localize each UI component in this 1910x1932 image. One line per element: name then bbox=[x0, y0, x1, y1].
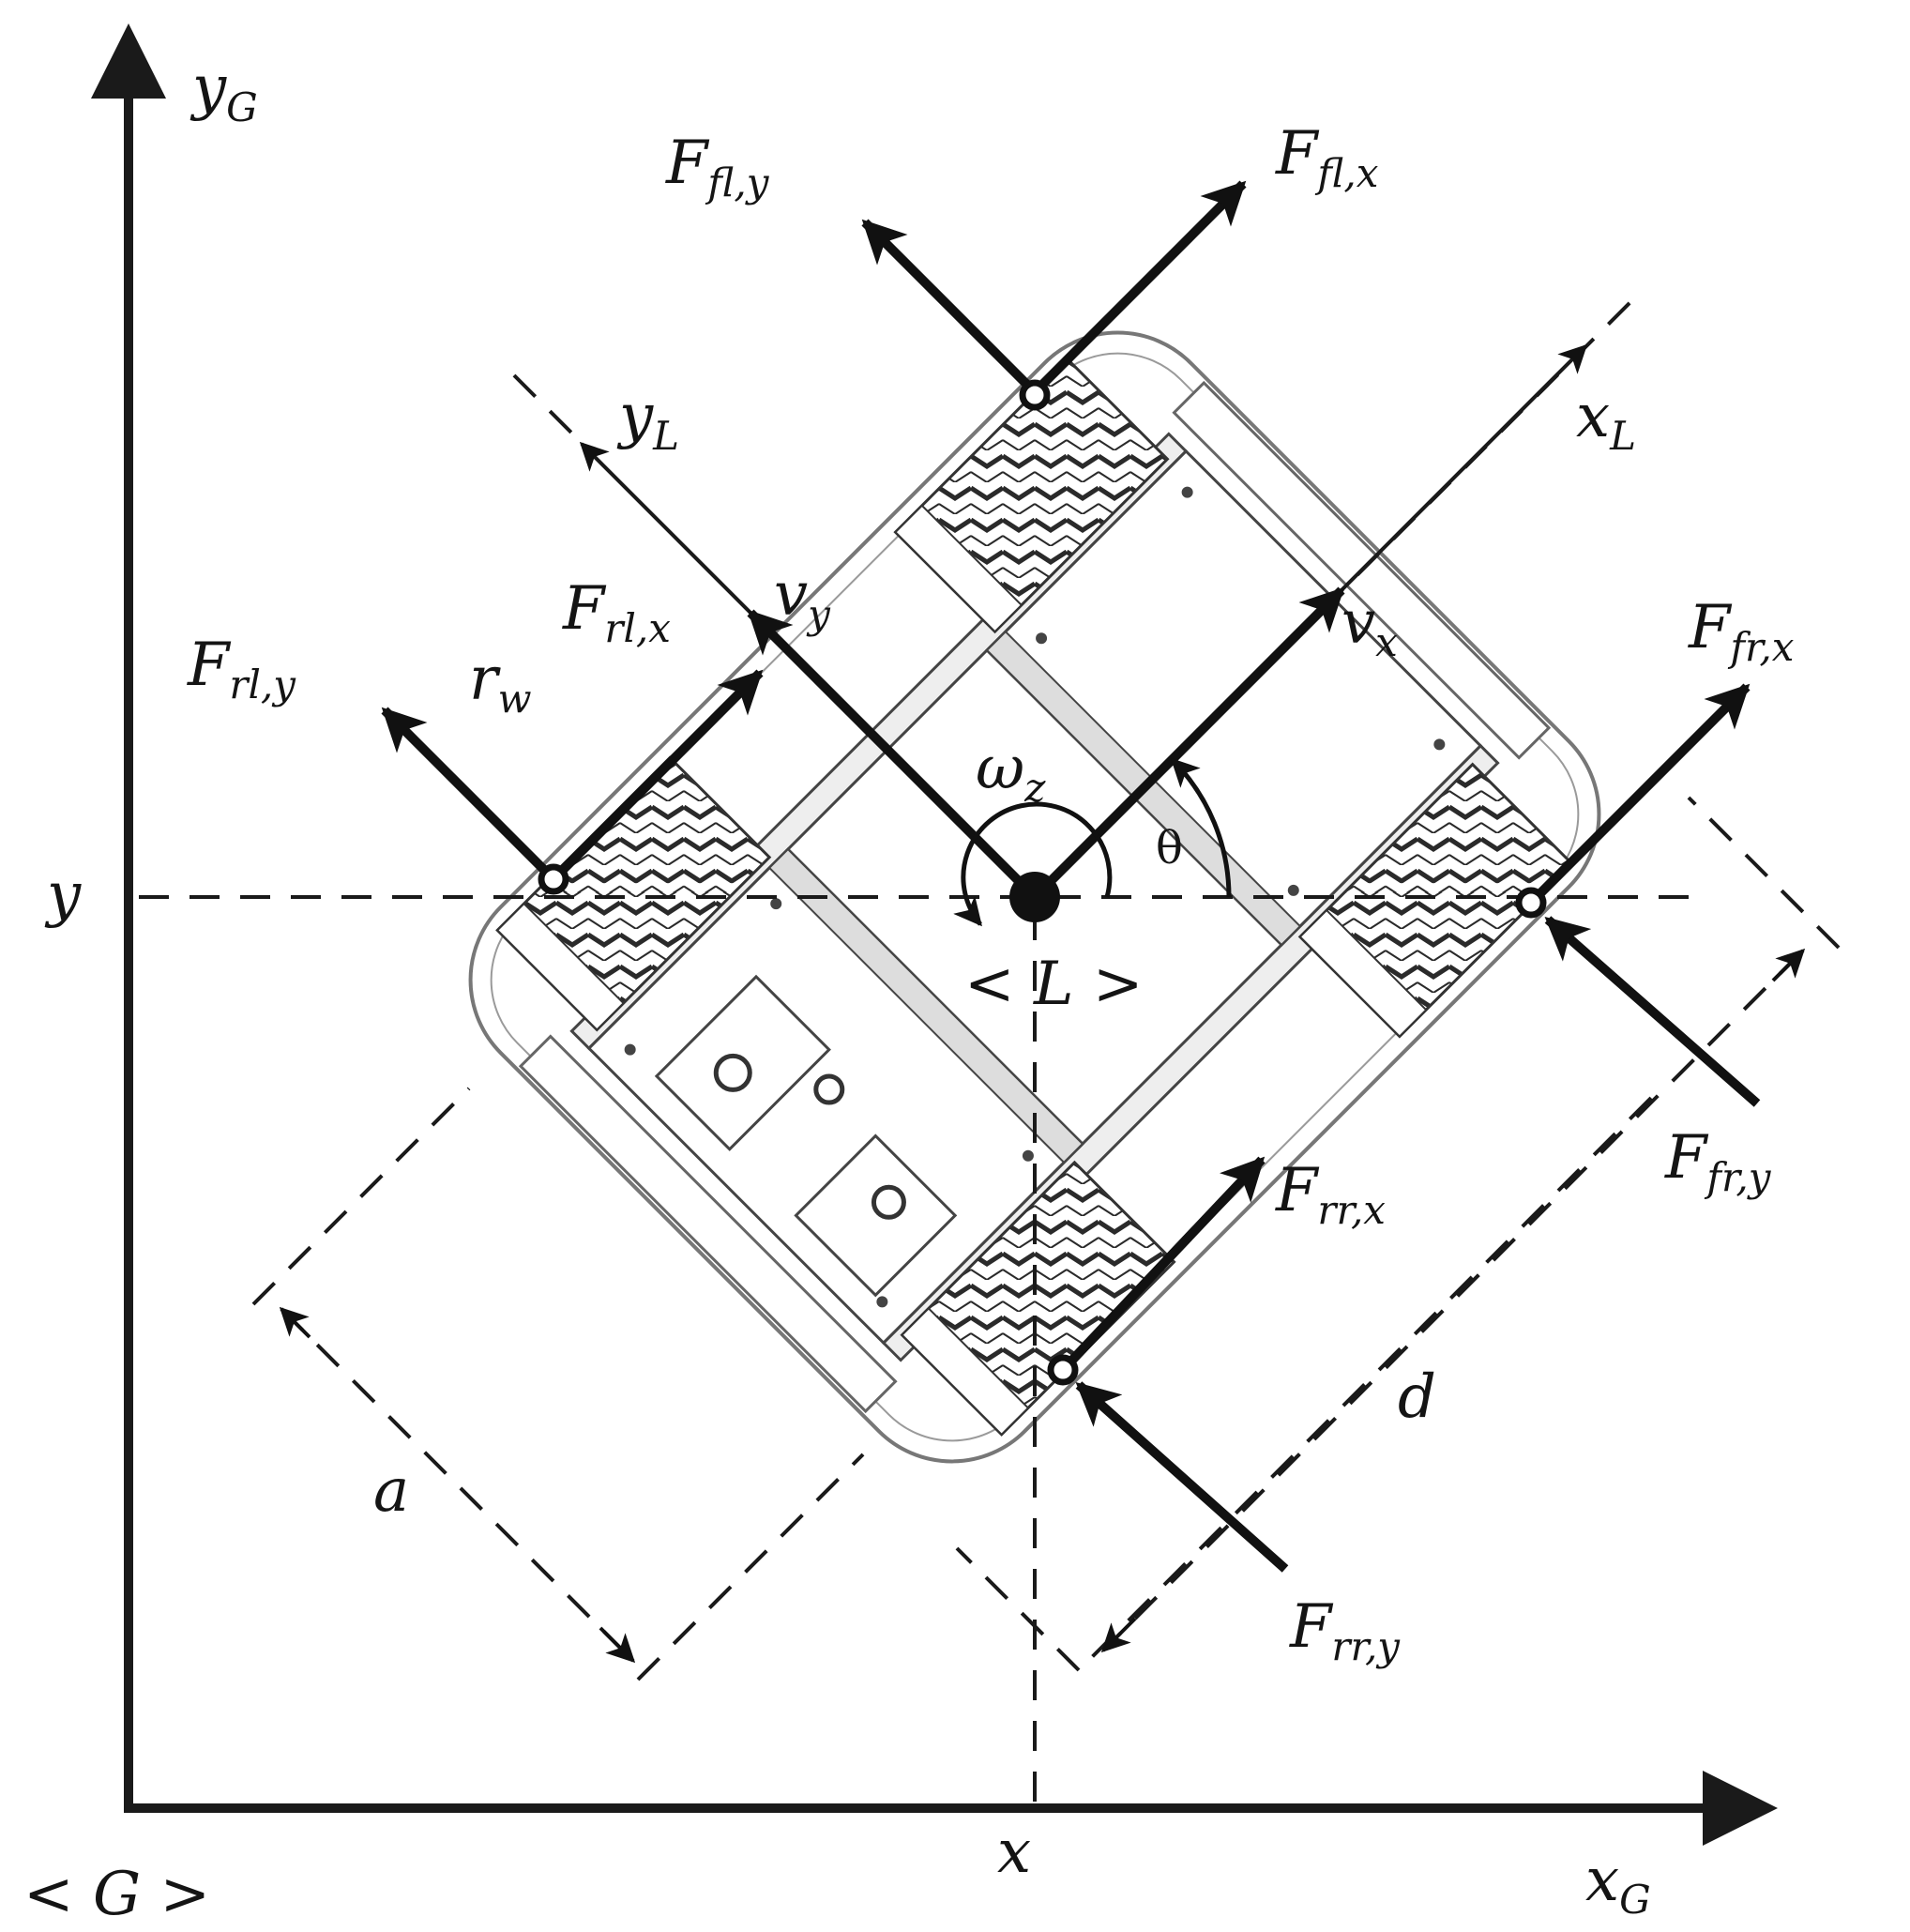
bolt bbox=[1287, 884, 1299, 896]
wheel-front-left bbox=[893, 357, 1170, 634]
wheel-contact-points bbox=[538, 379, 1547, 1386]
bolt bbox=[1022, 1149, 1034, 1162]
bolt bbox=[624, 1043, 636, 1056]
frr-x-label: Frr,x bbox=[1275, 1156, 1386, 1233]
theta-arc bbox=[1170, 757, 1232, 898]
y-position-label: y bbox=[44, 860, 82, 930]
bolt bbox=[1036, 632, 1048, 645]
global-axes bbox=[91, 23, 1778, 1846]
dim-a-ext1 bbox=[251, 1087, 471, 1306]
theta-label: θ bbox=[1156, 822, 1183, 875]
frr-x-arrow bbox=[1059, 1156, 1266, 1374]
contact-point-front-left bbox=[1019, 379, 1051, 411]
frl-y-label: Frl,y bbox=[187, 631, 296, 707]
rear-knob bbox=[713, 1053, 752, 1092]
rear-module-2 bbox=[794, 1133, 958, 1298]
center-of-gravity bbox=[1009, 872, 1060, 922]
vy-label: vy bbox=[774, 560, 831, 637]
ffl-x-arrow bbox=[1031, 180, 1247, 396]
ffr-y-arrow bbox=[1544, 916, 1761, 1107]
ffr-x-label: Ffr,x bbox=[1688, 593, 1795, 670]
bolt bbox=[1433, 738, 1446, 751]
bolt bbox=[770, 898, 782, 910]
rear-crossbar bbox=[767, 847, 1084, 1164]
local-frame-label: < L > bbox=[964, 950, 1143, 1019]
velocity-vectors bbox=[747, 586, 1345, 901]
frl-x-arrow bbox=[550, 669, 764, 883]
dim-d-ext3 bbox=[1077, 1096, 1653, 1672]
ffl-x-label: Ffl,x bbox=[1275, 119, 1379, 196]
global-y-arrowhead bbox=[91, 23, 166, 99]
robot-body bbox=[468, 330, 1601, 1464]
frr-y-label: Frr,y bbox=[1289, 1592, 1401, 1669]
vy-arrow bbox=[747, 609, 1038, 901]
local-x-label: xL bbox=[1576, 382, 1636, 459]
rear-bumper bbox=[518, 1034, 898, 1414]
dimension-a-label: a bbox=[373, 1456, 409, 1526]
dimension-d-label: d bbox=[1398, 1362, 1436, 1432]
ffl-y-label: Ffl,y bbox=[665, 129, 770, 205]
local-y-dashed bbox=[512, 373, 584, 445]
contact-point-rear-left bbox=[538, 863, 569, 895]
force-vectors bbox=[381, 180, 1761, 1573]
omega-label: ωz bbox=[976, 734, 1046, 811]
ffr-x-arrow bbox=[1527, 683, 1751, 906]
ffl-y-arrow bbox=[861, 219, 1038, 396]
bolt bbox=[1181, 486, 1193, 498]
frl-x-label: Frl,x bbox=[562, 574, 671, 651]
dimension-arrows bbox=[279, 948, 1806, 1664]
wheel-front-right bbox=[1297, 762, 1574, 1039]
dim-d-ext2 bbox=[955, 1546, 1081, 1672]
bolt bbox=[876, 1296, 888, 1308]
rear-knob bbox=[813, 1073, 845, 1105]
dim-a-line bbox=[280, 1307, 630, 1658]
global-frame-label: < G > bbox=[23, 1860, 210, 1929]
rear-knob bbox=[871, 1184, 906, 1220]
ffr-y-label: Ffr,y bbox=[1664, 1123, 1772, 1200]
contact-point-rear-right bbox=[1047, 1354, 1079, 1386]
frl-y-arrow bbox=[381, 707, 557, 883]
x-position-label: x bbox=[997, 1818, 1031, 1887]
contact-point-front-right bbox=[1515, 887, 1547, 919]
wheel-radius-label: rw bbox=[469, 645, 532, 722]
dim-d-ext1 bbox=[1687, 796, 1841, 950]
vx-arrow bbox=[1031, 586, 1345, 901]
dim-d-line bbox=[1105, 951, 1803, 1649]
local-y-label: yL bbox=[616, 382, 679, 459]
omega-arc bbox=[953, 801, 1113, 927]
vx-label: vx bbox=[1342, 588, 1398, 665]
dim-a-ext2 bbox=[636, 1453, 865, 1681]
labels: yG xG < G > y x xL yL < L > vx vy ωz θ a… bbox=[23, 53, 1795, 1929]
global-y-label: yG bbox=[189, 53, 258, 130]
global-x-label: xG bbox=[1585, 1846, 1651, 1923]
frr-y-arrow bbox=[1075, 1381, 1289, 1573]
global-x-arrowhead bbox=[1703, 1771, 1778, 1846]
